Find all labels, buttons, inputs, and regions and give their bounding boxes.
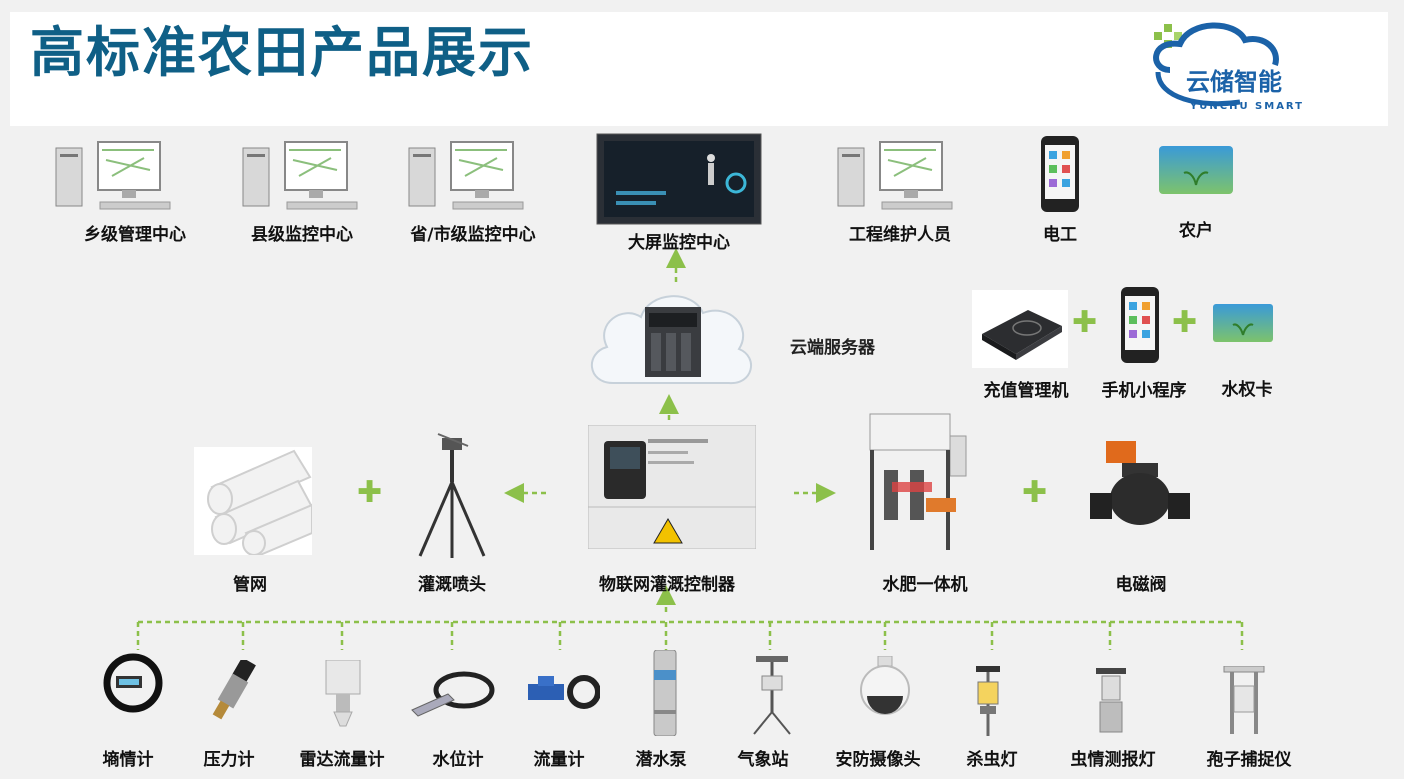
label-pipe-network: 管网 bbox=[233, 575, 267, 595]
desktop-computer-icon bbox=[837, 141, 953, 210]
label-security-camera: 安防摄像头 bbox=[835, 750, 921, 770]
label-maintenance-staff: 工程维护人员 bbox=[849, 225, 951, 245]
pipe-icon bbox=[194, 447, 312, 555]
cloud-logo-icon bbox=[1153, 22, 1279, 107]
label-cloud-server: 云端服务器 bbox=[790, 338, 875, 358]
solenoid-valve-icon bbox=[1090, 441, 1190, 525]
label-flowmeter: 流量计 bbox=[533, 750, 585, 770]
sprinkler-icon bbox=[418, 433, 486, 558]
submersible-pump-icon bbox=[653, 650, 677, 736]
label-submersible-pump: 潜水泵 bbox=[635, 750, 687, 770]
logo-subtext: YUNCHU SMART bbox=[1190, 101, 1305, 112]
plus-icon: ✚ bbox=[1022, 475, 1048, 510]
label-water-level-sensor: 水位计 bbox=[432, 750, 484, 770]
desktop-computer-icon bbox=[408, 141, 524, 210]
smartphone-icon bbox=[1121, 287, 1159, 363]
plus-icon: ✚ bbox=[1072, 305, 1098, 340]
label-soil-moisture-sensor: 墒情计 bbox=[102, 750, 154, 770]
plus-icon: ✚ bbox=[357, 475, 383, 510]
label-water-card: 水权卡 bbox=[1221, 380, 1273, 400]
desktop-computer-icon bbox=[242, 141, 358, 210]
label-fertigation-machine: 水肥一体机 bbox=[882, 575, 968, 595]
desktop-computer-icon bbox=[55, 141, 171, 210]
weather-station-icon bbox=[753, 656, 791, 735]
controller-cabinet-icon bbox=[588, 425, 756, 549]
smartphone-icon bbox=[1041, 136, 1079, 212]
label-weather-station: 气象站 bbox=[737, 750, 789, 770]
label-township-center: 乡级管理中心 bbox=[84, 225, 186, 245]
label-province-center: 省/市级监控中心 bbox=[410, 225, 536, 245]
pressure-gauge-icon bbox=[212, 660, 256, 720]
cloud-server-icon bbox=[590, 295, 752, 385]
radar-flowmeter-icon bbox=[325, 660, 361, 727]
water-level-sensor-icon bbox=[411, 671, 495, 717]
label-farmer: 农户 bbox=[1179, 221, 1213, 241]
label-pest-monitor-lamp: 虫情测报灯 bbox=[1070, 750, 1156, 770]
pest-monitor-lamp-icon bbox=[1096, 668, 1126, 733]
label-mini-program: 手机小程序 bbox=[1101, 381, 1187, 401]
plus-icon: ✚ bbox=[1172, 305, 1198, 340]
soil-moisture-sensor-icon bbox=[103, 653, 163, 713]
label-solenoid-valve: 电磁阀 bbox=[1115, 575, 1167, 595]
page-title: 高标准农田产品展示 bbox=[30, 21, 534, 84]
card-icon bbox=[1159, 146, 1233, 194]
card-reader-icon bbox=[972, 290, 1068, 368]
label-electrician: 电工 bbox=[1043, 225, 1077, 245]
label-pressure-gauge: 压力计 bbox=[203, 750, 255, 770]
fertigation-machine-icon bbox=[869, 413, 967, 550]
label-insect-lamp: 杀虫灯 bbox=[966, 750, 1018, 770]
label-recharge-machine: 充值管理机 bbox=[983, 381, 1069, 401]
label-iot-controller: 物联网灌溉控制器 bbox=[599, 575, 735, 595]
label-big-screen-center: 大屏监控中心 bbox=[628, 233, 730, 253]
label-county-center: 县级监控中心 bbox=[251, 225, 353, 245]
card-icon bbox=[1213, 304, 1273, 342]
security-camera-icon bbox=[860, 656, 910, 715]
flowmeter-icon bbox=[528, 675, 600, 709]
label-sprinkler: 灌溉喷头 bbox=[418, 575, 486, 595]
logo-text: 云储智能 bbox=[1186, 68, 1282, 96]
label-spore-trap: 孢子捕捉仪 bbox=[1206, 750, 1292, 770]
label-radar-flowmeter: 雷达流量计 bbox=[299, 750, 385, 770]
dashboard-screen-icon bbox=[596, 133, 762, 225]
insect-lamp-icon bbox=[976, 666, 1000, 736]
spore-trap-icon bbox=[1223, 666, 1265, 734]
